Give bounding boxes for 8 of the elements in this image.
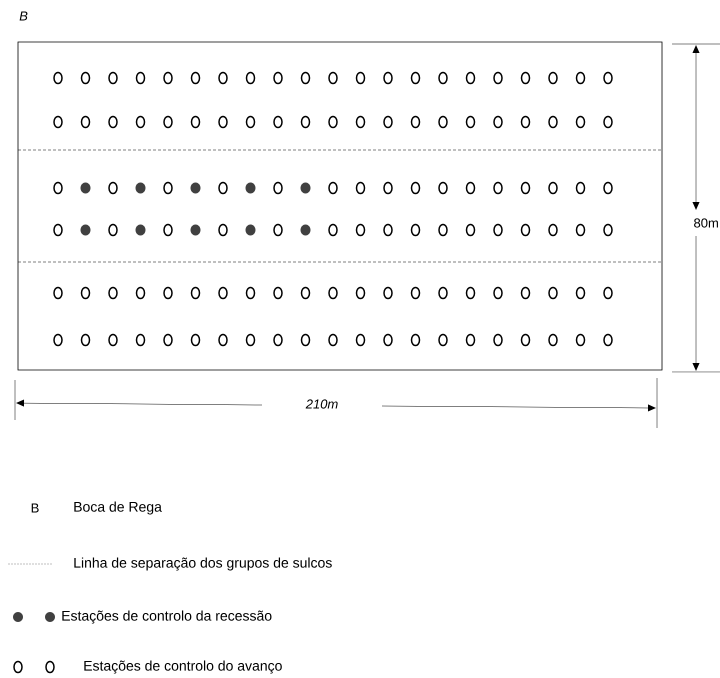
legend-label: Estações de controlo da recessão [62, 610, 272, 624]
legend-label: Estações de controlo do avanço [84, 660, 282, 674]
field-label: B [20, 12, 28, 20]
dimension-label: 210m [306, 399, 338, 409]
legend-symbol: B [32, 504, 39, 512]
legend-label: Linha de separação dos grupos de sulcos [74, 557, 332, 571]
dimension-label: 80m [694, 218, 718, 228]
legend-label: Boca de Rega [74, 501, 162, 515]
